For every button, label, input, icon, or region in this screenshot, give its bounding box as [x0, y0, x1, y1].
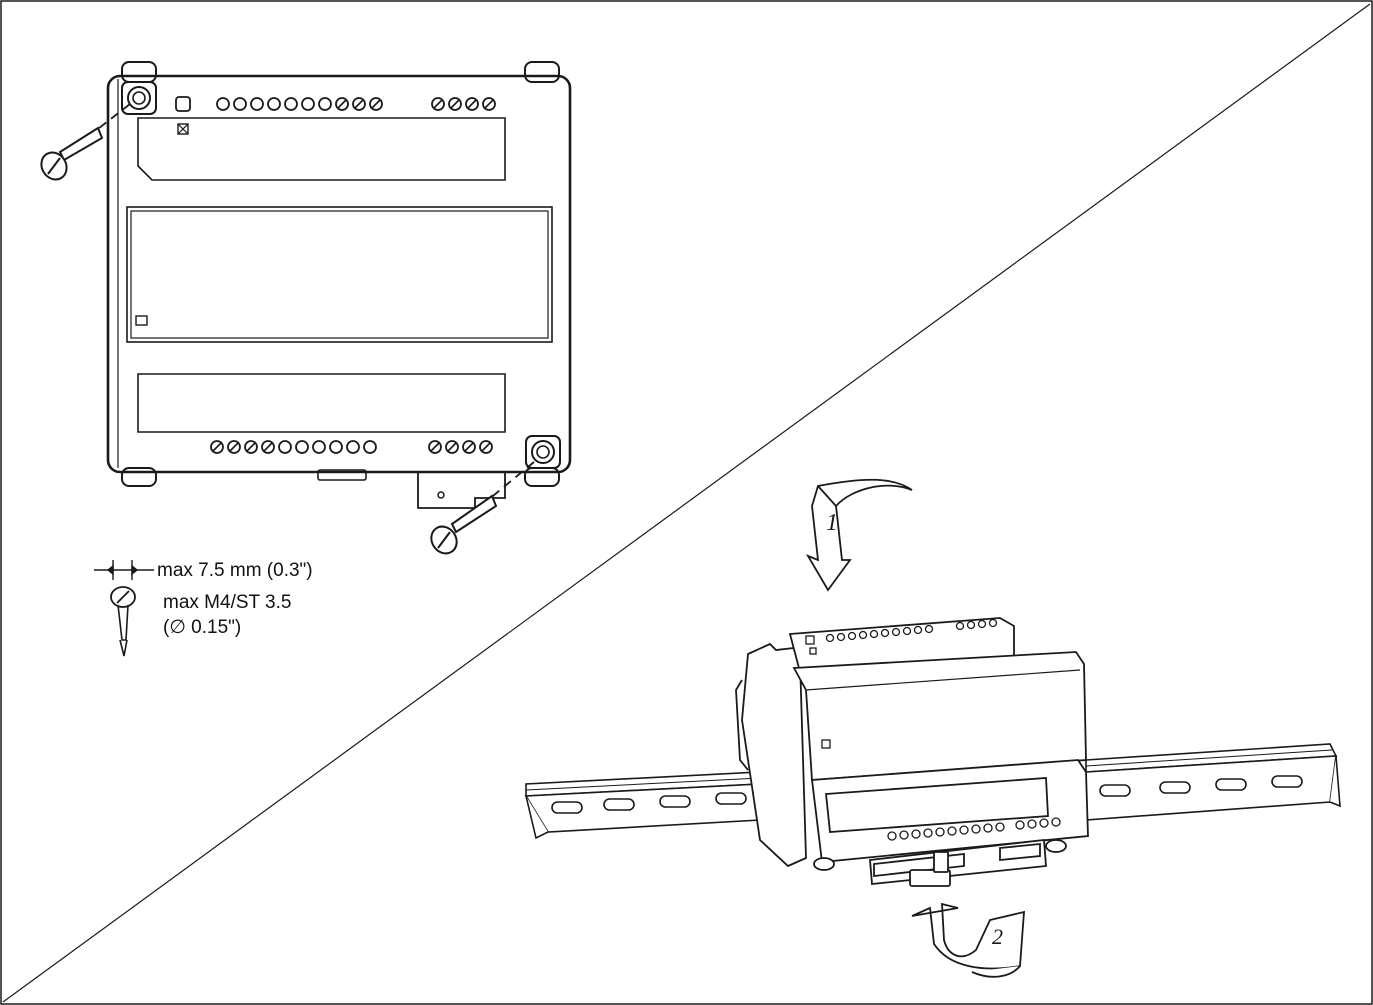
wall-mount-view: [106, 61, 572, 509]
front-cover: [126, 206, 553, 343]
din-rail: [524, 743, 1341, 840]
bottom-label-window: [137, 373, 506, 433]
screw-icon: [40, 103, 131, 181]
terminal-row-top: [216, 97, 496, 111]
mount-ear-bottom-left: [121, 467, 157, 487]
unit-terminals-bottom: [821, 739, 1061, 841]
screw-spec-callout: [94, 560, 154, 657]
max-diameter-label: (∅ 0.15"): [163, 617, 242, 638]
mount-ear-top-right: [524, 61, 560, 83]
curved-arrow-icon: [805, 478, 913, 592]
diagonal-divider: [2, 3, 1371, 1003]
top-label-window: [137, 117, 506, 181]
max-screw-size-label: max M4/ST 3.5: [163, 592, 292, 613]
unit-terminals-top: [805, 618, 998, 655]
bottom-latch-tab: [417, 472, 506, 509]
step-1-label: 1: [826, 510, 838, 536]
mount-ear-top-left: [121, 61, 157, 83]
screw-icon: [430, 461, 535, 555]
controller-unit: [735, 617, 1089, 887]
max-head-width-label: max 7.5 mm (0.3"): [157, 560, 313, 581]
curved-arrow-icon: [911, 902, 1025, 978]
terminal-row-bottom: [210, 440, 493, 454]
controller-housing: [106, 74, 572, 474]
step-2-label: 2: [992, 924, 1003, 949]
